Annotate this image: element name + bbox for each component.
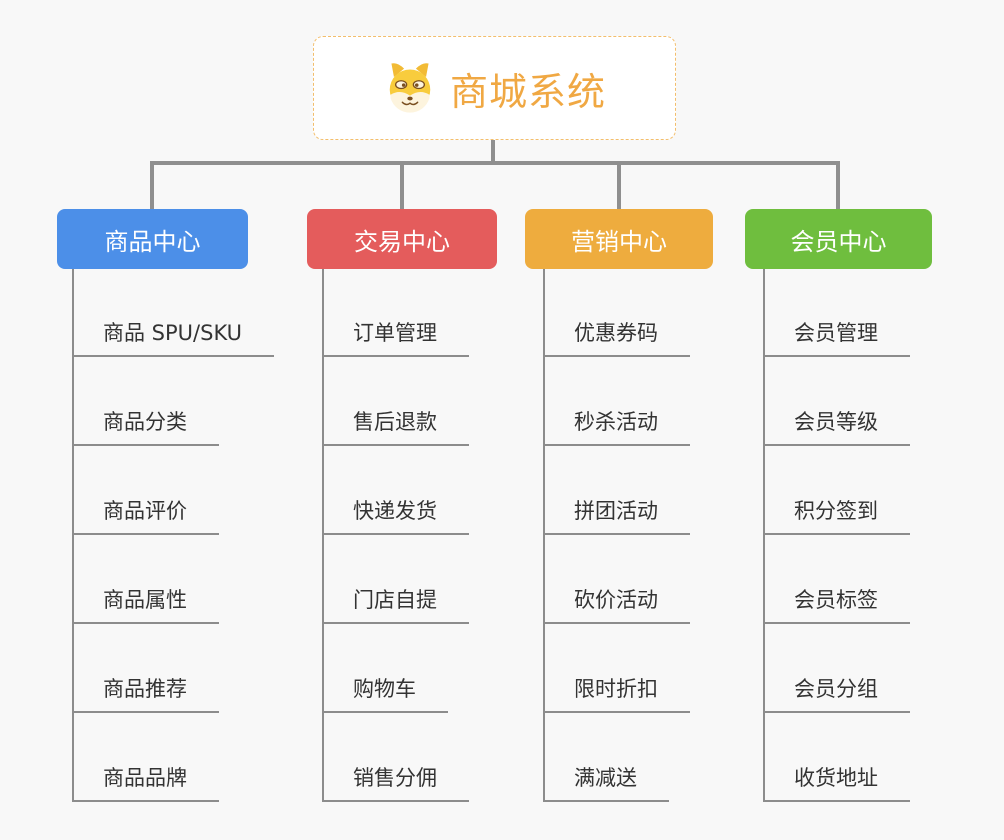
column-line <box>322 269 324 802</box>
branch-stem-connector <box>836 163 840 210</box>
column-line <box>543 269 545 802</box>
leaf-node[interactable]: 拼团活动 <box>543 498 690 535</box>
branch-stem-connector <box>400 163 404 210</box>
leaf-node[interactable]: 商品 SPU/SKU <box>72 320 275 357</box>
column-product-center: 商品 SPU/SKU 商品分类 商品评价 商品属性 商品推荐 商品品牌 <box>72 269 275 802</box>
leaf-node[interactable]: 优惠券码 <box>543 320 690 357</box>
leaf-node[interactable]: 购物车 <box>322 676 448 713</box>
column-marketing-center: 优惠券码 秒杀活动 拼团活动 砍价活动 限时折扣 满减送 <box>543 269 690 802</box>
leaf-node[interactable]: 商品推荐 <box>72 676 219 713</box>
leaf-node[interactable]: 会员标签 <box>763 587 910 624</box>
branch-label: 交易中心 <box>354 227 450 256</box>
leaf-node[interactable]: 商品评价 <box>72 498 219 535</box>
branch-label: 会员中心 <box>790 227 887 256</box>
leaf-node[interactable]: 商品属性 <box>72 587 219 624</box>
leaf-node[interactable]: 限时折扣 <box>543 676 690 713</box>
branch-stem-connector <box>617 163 621 210</box>
branch-node-member-center[interactable]: 会员中心 <box>745 209 932 269</box>
column-line <box>763 269 765 802</box>
leaf-node[interactable]: 商品分类 <box>72 409 219 446</box>
leaf-node[interactable]: 订单管理 <box>322 320 469 357</box>
column-line <box>72 269 74 802</box>
leaf-node[interactable]: 收货地址 <box>763 765 910 802</box>
leaf-node[interactable]: 秒杀活动 <box>543 409 690 446</box>
leaf-node[interactable]: 会员管理 <box>763 320 910 357</box>
leaf-node[interactable]: 售后退款 <box>322 409 469 446</box>
doge-icon <box>389 63 431 113</box>
leaf-node[interactable]: 会员分组 <box>763 676 910 713</box>
root-stem-connector <box>491 140 495 163</box>
branch-node-trade-center[interactable]: 交易中心 <box>307 209 497 269</box>
branch-stem-connector <box>150 163 154 210</box>
root-title: 商城系统 <box>449 69 606 114</box>
column-trade-center: 订单管理 售后退款 快递发货 门店自提 购物车 销售分佣 <box>322 269 469 802</box>
root-node[interactable]: 商城系统 <box>313 36 676 140</box>
leaf-node[interactable]: 商品品牌 <box>72 765 219 802</box>
leaf-node[interactable]: 砍价活动 <box>543 587 690 624</box>
leaf-node[interactable]: 快递发货 <box>322 498 469 535</box>
branch-label: 营销中心 <box>571 227 667 256</box>
branch-node-marketing-center[interactable]: 营销中心 <box>525 209 713 269</box>
leaf-node[interactable]: 满减送 <box>543 765 669 802</box>
branch-node-product-center[interactable]: 商品中心 <box>57 209 248 269</box>
leaf-node[interactable]: 积分签到 <box>763 498 910 535</box>
leaf-node[interactable]: 销售分佣 <box>322 765 469 802</box>
branch-label: 商品中心 <box>104 227 201 256</box>
branch-horizontal-connector <box>150 161 840 165</box>
leaf-node[interactable]: 门店自提 <box>322 587 469 624</box>
column-member-center: 会员管理 会员等级 积分签到 会员标签 会员分组 收货地址 <box>763 269 910 802</box>
leaf-node[interactable]: 会员等级 <box>763 409 910 446</box>
